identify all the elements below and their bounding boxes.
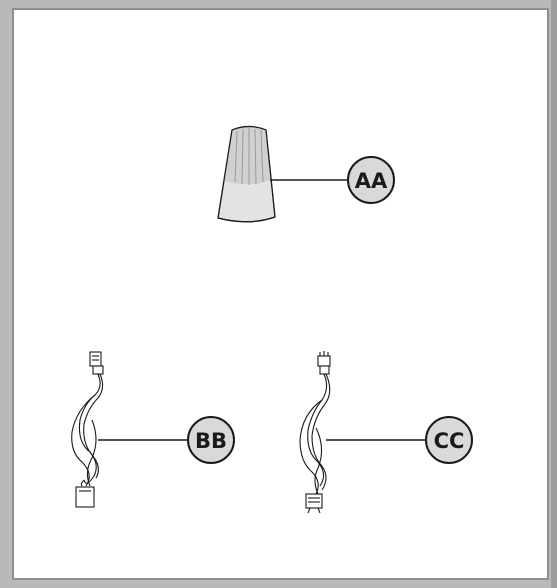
diagram-panel [12,8,549,580]
callout-label-cc: CC [434,429,465,453]
callout-label-bb: BB [195,429,227,453]
callout-aa: AA [347,156,395,204]
callout-bb: BB [187,416,235,464]
wire-harness-plug-icon [299,351,331,514]
wire-nut-icon [217,125,276,223]
wire-harness-connector-icon [71,351,104,508]
callout-cc: CC [425,416,473,464]
callout-label-aa: AA [355,169,388,193]
right-edge-strip [551,0,557,588]
